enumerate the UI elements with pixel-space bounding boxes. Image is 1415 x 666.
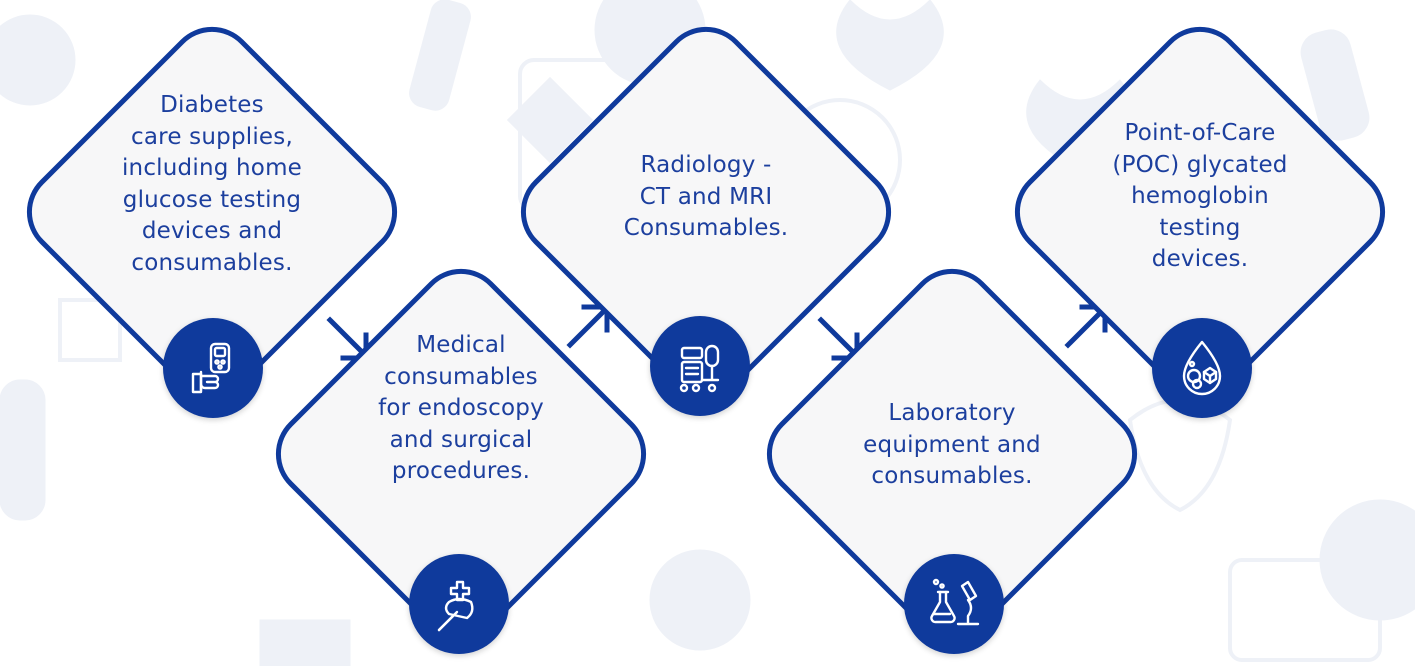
surgical-scalpel-icon <box>409 554 509 654</box>
card-poc-hemoglobin: Point-of-Care (POC) glycated hemoglobin … <box>1000 12 1400 418</box>
blood-drop-cells-icon <box>1152 318 1252 418</box>
card-text: Medical consumables for endoscopy and su… <box>378 332 544 484</box>
card-text: Point-of-Care (POC) glycated hemoglobin … <box>1112 120 1288 272</box>
card-text: Laboratory equipment and consumables. <box>863 400 1041 489</box>
lab-flask-microscope-icon <box>904 554 1004 654</box>
diamond-frame <box>520 26 892 398</box>
card-text: Radiology - CT and MRI Consumables. <box>623 152 789 241</box>
card-diabetes-care: Diabetes care supplies, including home g… <box>12 12 412 418</box>
card-radiology: Radiology - CT and MRI Consumables. <box>506 12 906 416</box>
mri-machine-icon <box>650 316 750 416</box>
glucose-meter-icon <box>163 318 263 418</box>
diamond-frame <box>766 268 1138 640</box>
diamond-frame <box>275 268 647 640</box>
diamond-frame <box>1014 26 1386 398</box>
card-laboratory: Laboratory equipment and consumables. <box>752 254 1152 654</box>
diamond-frame <box>26 26 398 398</box>
card-endoscopy-surgical: Medical consumables for endoscopy and su… <box>261 254 661 654</box>
card-text: Diabetes care supplies, including home g… <box>121 92 303 276</box>
